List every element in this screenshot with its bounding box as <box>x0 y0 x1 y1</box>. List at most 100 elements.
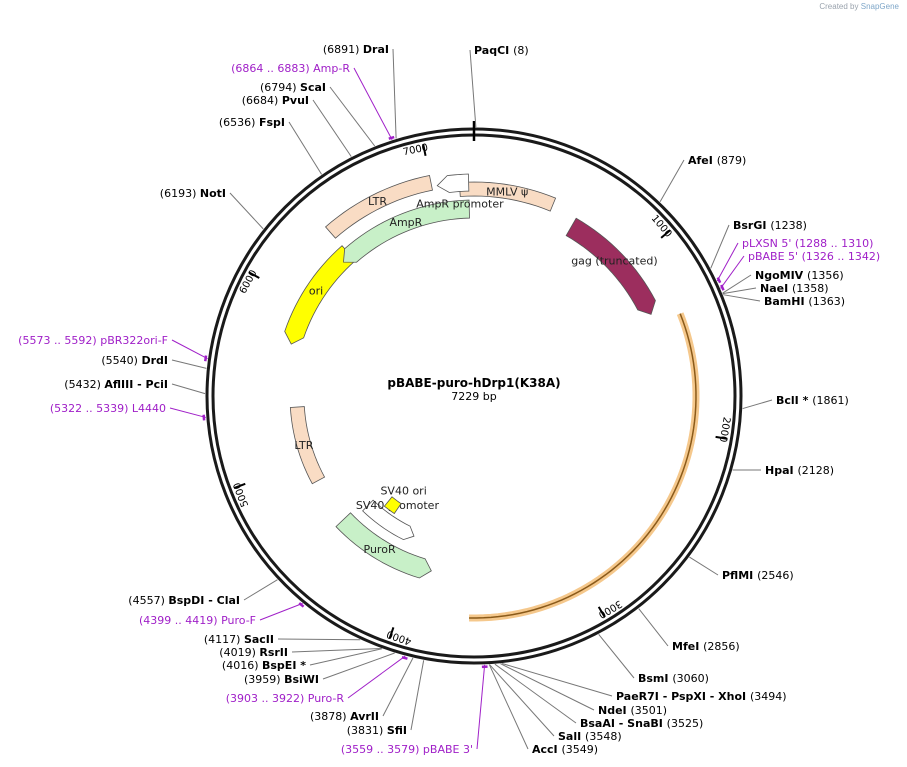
site-fspi-name: FspI <box>259 116 285 129</box>
site-naei-leader <box>722 287 757 295</box>
site-pbr322ori-f-leader <box>171 339 208 360</box>
site-mfei-label: MfeI (2856) <box>672 640 740 653</box>
site-bsaai-snabi-name: BsaAI - SnaBI <box>580 717 667 730</box>
site-pvui-leader <box>312 99 352 157</box>
feature-ltr-2 <box>289 406 326 485</box>
site-bcli-name: BclI * <box>776 394 812 407</box>
site-pflmi-label: PflMI (2546) <box>722 569 794 582</box>
feature-mmlv-psi-label: MMLV ψ <box>486 186 528 199</box>
site-drdi-leader <box>171 359 207 369</box>
site-bcli-leader <box>742 399 773 410</box>
feature-sv40-promoter <box>362 499 415 541</box>
site-bspdi-clai-label: (4557) BspDI - ClaI <box>128 594 240 607</box>
site-scai-leader <box>329 86 376 147</box>
site-puro-r-leader <box>347 655 406 699</box>
site-bsaai-snabi-leader <box>494 663 577 724</box>
site-scai-label: (6794) ScaI <box>260 81 326 94</box>
site-bamhi-leader <box>723 294 761 302</box>
site-ndei-leader <box>500 663 595 711</box>
site-afei-position: (879) <box>717 154 747 167</box>
feature-ampr <box>343 199 470 263</box>
site-drai-position: (6891) <box>323 43 363 56</box>
site-bsaai-snabi-position: (3525) <box>667 717 704 730</box>
site-drai-name: DraI <box>363 43 389 56</box>
site-acci-position: (3549) <box>561 743 598 756</box>
site-paqci-label: PaqCI (8) <box>474 44 529 57</box>
site-pvui-label: (6684) PvuI <box>242 94 309 107</box>
site-noti-name: NotI <box>200 187 226 200</box>
site-bsrgi-leader <box>710 224 730 269</box>
sites-layer: PaqCI (8) AfeI (879) BsrGI (1238) pLXSN 5' … <box>18 43 880 756</box>
feature-ltr-label: LTR <box>368 195 387 208</box>
site-afliii-pcii-label: (5432) AflIII - PciI <box>64 378 168 391</box>
site-ndei-label: NdeI (3501) <box>598 704 667 717</box>
site-amp-r-name: Amp-R <box>313 62 350 75</box>
feature-sv40-ori <box>383 496 402 515</box>
site-bcli-position: (1861) <box>812 394 849 407</box>
tick-line-7000 <box>422 143 427 157</box>
site-avrii-leader <box>382 657 414 717</box>
site-bsrgi-label: BsrGI (1238) <box>733 219 807 232</box>
site-l4440-position: (5322 .. 5339) <box>50 402 132 415</box>
site-puro-f-position: (4399 .. 4419) <box>139 614 221 627</box>
site-afei-label: AfeI (879) <box>688 154 746 167</box>
site-bsmi-name: BsmI <box>638 672 672 685</box>
site-pbr322ori-f-label: (5573 .. 5592) pBR322ori-F <box>18 334 168 347</box>
site-acci-leader <box>488 664 529 750</box>
site-mfei-leader <box>638 608 669 647</box>
credit-prefix: Created by <box>819 2 859 11</box>
site-bspdi-clai-name: BspDI - ClaI <box>168 594 240 607</box>
site-noti-label: (6193) NotI <box>160 187 226 200</box>
site-puro-f-label: (4399 .. 4419) Puro-F <box>139 614 256 627</box>
tick-line-2000 <box>715 435 728 440</box>
site-ngomiv-leader <box>722 274 752 294</box>
site-puro-r-primer-mark <box>401 656 408 660</box>
site-bamhi-position: (1363) <box>808 295 845 308</box>
plasmid-length: 7229 bp <box>451 390 496 403</box>
site-paer7i-pspxi-xhoi-name: PaeR7I - PspXI - XhoI <box>616 690 750 703</box>
tick-line-4000 <box>388 627 395 640</box>
site-amp-r-primer-mark <box>388 135 395 140</box>
site-plxsn-5-label: pLXSN 5' (1288 .. 1310) <box>742 237 873 250</box>
site-pbabe-3-name: pBABE 3' <box>423 743 473 756</box>
site-noti-position: (6193) <box>160 187 200 200</box>
site-puro-r-name: Puro-R <box>308 692 345 705</box>
site-noti-leader <box>229 192 264 230</box>
site-paer7i-pspxi-xhoi-position: (3494) <box>750 690 787 703</box>
site-rsrii-leader <box>291 648 382 653</box>
site-acci-name: AccI <box>532 743 561 756</box>
site-mfei-position: (2856) <box>703 640 740 653</box>
feature-sv40-ori-label: SV40 ori <box>380 485 426 498</box>
site-bamhi-label: BamHI (1363) <box>764 295 845 308</box>
tick-label-5000: 5000 <box>232 481 251 509</box>
site-sali-position: (3548) <box>585 730 622 743</box>
site-rsrii-position: (4019) <box>219 646 259 659</box>
site-pbabe-5-leader <box>720 255 745 289</box>
tick-label-1000: 1000 <box>649 213 674 240</box>
backbone-ring <box>205 121 743 665</box>
tick-line-1000 <box>660 229 671 239</box>
site-sali-label: SalI (3548) <box>558 730 622 743</box>
tick-label-3000: 3000 <box>596 598 624 620</box>
site-avrii-position: (3878) <box>310 710 350 723</box>
site-pbabe-5-label: pBABE 5' (1326 .. 1342) <box>748 250 880 263</box>
feature-puror-label: PuroR <box>364 543 396 556</box>
site-pvui-name: PvuI <box>282 94 309 107</box>
feature-ori-label: ori <box>309 284 323 297</box>
site-drdi-position: (5540) <box>101 354 141 367</box>
site-bsmi-position: (3060) <box>672 672 709 685</box>
site-drai-leader <box>392 48 397 139</box>
site-plxsn-5-leader <box>716 242 739 282</box>
site-drai-label: (6891) DraI <box>323 43 389 56</box>
site-amp-r-leader <box>353 67 393 141</box>
site-pbr322ori-f-name: pBR322ori-F <box>100 334 168 347</box>
feature-ampr-promoter-label: AmpR promoter <box>416 198 504 211</box>
site-pflmi-leader <box>689 556 719 576</box>
site-sfii-label: (3831) SfiI <box>347 724 407 737</box>
site-pbr322ori-f-primer-mark <box>204 355 208 362</box>
site-bamhi-name: BamHI <box>764 295 808 308</box>
site-sacii-name: SacII <box>244 633 274 646</box>
site-avrii-name: AvrII <box>350 710 379 723</box>
site-mfei-name: MfeI <box>672 640 703 653</box>
site-bsmi-leader <box>598 634 635 679</box>
